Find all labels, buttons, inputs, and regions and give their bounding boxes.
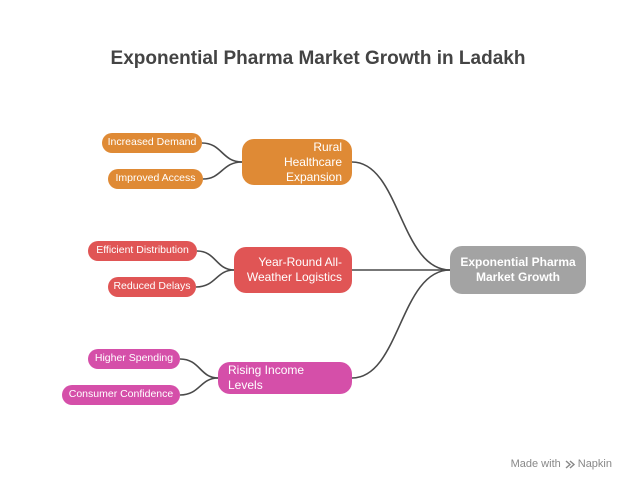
link-leaf-2a	[196, 250, 235, 271]
leaf-efficient-distribution: Efficient Distribution	[88, 241, 197, 261]
made-with-watermark: Made with Napkin	[511, 458, 612, 470]
link-leaf-3b	[179, 377, 219, 396]
leaf-increased-demand: Increased Demand	[102, 133, 202, 153]
link-branch-3-center	[351, 269, 451, 379]
napkin-logo-icon	[565, 459, 575, 469]
link-leaf-2b	[195, 269, 235, 288]
leaf-higher-spending: Higher Spending	[88, 349, 180, 369]
diagram-title: Exponential Pharma Market Growth in Lada…	[110, 48, 526, 69]
link-leaf-1a	[201, 142, 243, 163]
made-with-text: Made with	[510, 458, 561, 470]
branch-rising-income: Rising Income Levels	[218, 362, 352, 394]
center-node: Exponential Pharma Market Growth	[450, 246, 586, 294]
branch-all-weather-logistics: Year-Round All-Weather Logistics	[234, 247, 352, 293]
leaf-improved-access: Improved Access	[108, 169, 203, 189]
branch-rural-healthcare: Rural Healthcare Expansion	[242, 139, 352, 185]
link-branch-1-center	[351, 161, 451, 271]
link-leaf-3a	[179, 358, 219, 379]
link-leaf-1b	[202, 161, 243, 180]
leaf-consumer-confidence: Consumer Confidence	[62, 385, 180, 405]
leaf-reduced-delays: Reduced Delays	[108, 277, 196, 297]
napkin-brand: Napkin	[565, 458, 612, 470]
napkin-brand-label: Napkin	[577, 458, 612, 470]
